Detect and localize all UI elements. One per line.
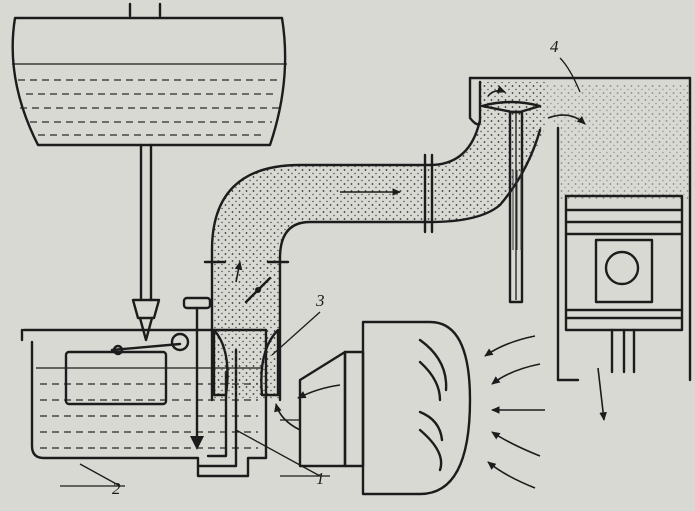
engine-cylinder [468,76,692,421]
float [64,350,168,406]
label-part-2: 2 [112,479,121,498]
air-filter [280,320,472,496]
connecting-rod [610,328,636,374]
filter-slots [418,338,448,472]
needle-valve [110,316,190,356]
label-part-1: 1 [316,469,325,488]
primer-plunger [182,296,212,450]
piston [564,194,684,332]
float-chamber [20,296,268,478]
throttle-valve [244,276,272,304]
fuel-line [131,143,161,320]
tank-fuel-level [12,63,287,136]
tank-cap [128,2,162,18]
air-flow-arrows [274,335,545,489]
fuel-tank [11,2,287,147]
intake-manifold [203,80,545,402]
label-part-3: 3 [315,291,325,310]
label-part-4: 4 [550,37,559,56]
diffuser [212,311,321,397]
intake-valve [480,100,542,304]
